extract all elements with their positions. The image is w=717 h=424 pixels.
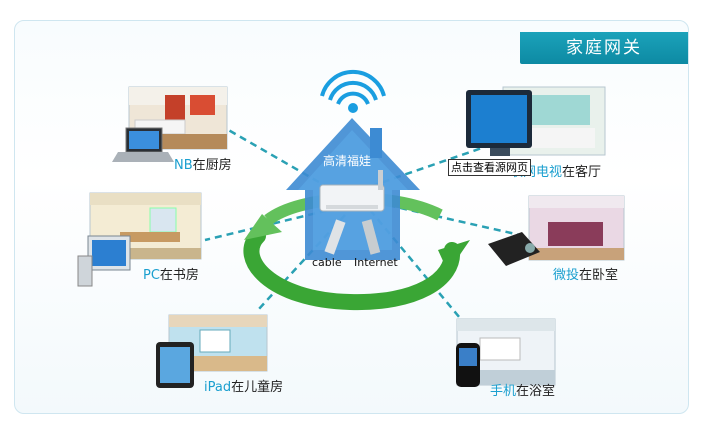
- room-name: 在厨房: [192, 158, 232, 173]
- label-study: PC在书房: [143, 264, 199, 283]
- label-bedroom: 微投在卧室: [553, 264, 618, 283]
- device-name: NB: [174, 158, 193, 173]
- room-name: 在儿童房: [231, 380, 284, 395]
- tv-icon: [466, 90, 532, 156]
- phone-icon: [456, 343, 480, 387]
- device-name: 微投: [553, 268, 580, 283]
- device-name: PC: [143, 268, 160, 283]
- room-name: 在书房: [159, 268, 199, 283]
- label-bath: 手机在浴室: [490, 380, 555, 399]
- internet-label: Internet: [354, 256, 398, 269]
- device-name: iPad: [204, 380, 232, 395]
- cable-plugs-icon: [324, 219, 381, 255]
- label-kitchen: NB在厨房: [174, 154, 232, 173]
- room-name: 在浴室: [516, 384, 556, 399]
- cable-label: cable: [312, 256, 342, 269]
- gateway-device-icon: [319, 170, 385, 212]
- projector-icon: [488, 232, 540, 266]
- ipad-icon: [156, 342, 194, 388]
- room-kitchen-image: [128, 86, 228, 150]
- room-name: 在卧室: [579, 268, 619, 283]
- device-name: 手机: [490, 384, 517, 399]
- title-banner: 家庭网关: [520, 32, 688, 64]
- wifi-icon: [320, 69, 386, 113]
- pc-monitor-icon: [77, 235, 131, 287]
- view-source-tooltip[interactable]: 点击查看源网页: [448, 159, 531, 176]
- room-bedroom-image: [528, 195, 625, 261]
- laptop-icon: [112, 127, 174, 162]
- room-name: 在客厅: [562, 165, 602, 180]
- house-label: 高清福娃: [323, 154, 372, 168]
- label-child: iPad在儿童房: [204, 376, 283, 395]
- link-child: [257, 214, 346, 311]
